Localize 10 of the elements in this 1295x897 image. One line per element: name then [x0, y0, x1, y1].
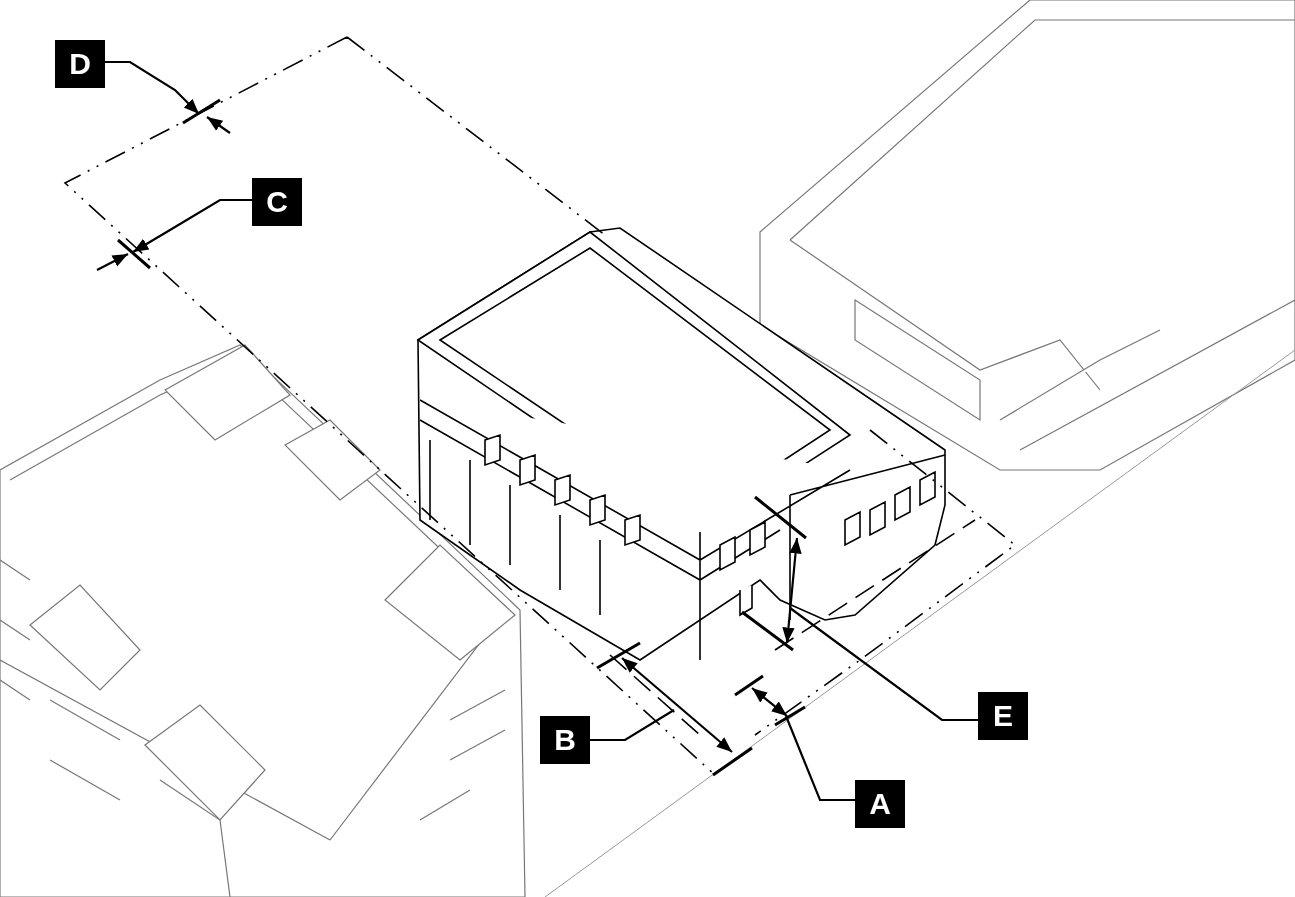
- leader-line: [785, 715, 855, 802]
- callout-letter: B: [540, 716, 590, 764]
- callout-letter: E: [978, 692, 1028, 740]
- callout-letter: A: [855, 780, 905, 828]
- leader-line: [105, 60, 200, 115]
- callout-letter: C: [252, 178, 302, 226]
- leader-line: [789, 607, 978, 722]
- leader-line: [132, 198, 252, 253]
- leader-line: [590, 709, 675, 742]
- callout-letter: D: [55, 40, 105, 88]
